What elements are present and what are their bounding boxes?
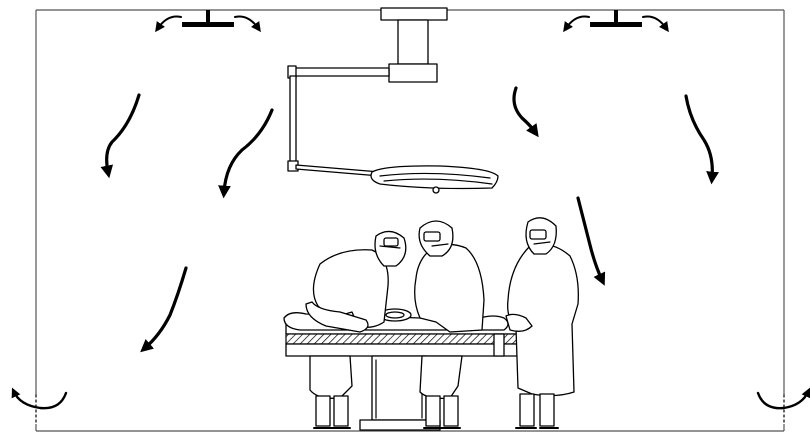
airflow-arrow-icon <box>514 88 535 132</box>
surgeon-right-figure <box>506 218 578 428</box>
exhaust-return-left-icon <box>14 392 66 424</box>
airflow-arrow-icon <box>578 198 602 280</box>
ceiling-diffuser-left-icon <box>158 10 258 28</box>
airflow-arrows <box>107 88 713 348</box>
surgical-lamp-icon <box>288 8 498 193</box>
ceiling-diffuser-right-icon <box>566 10 666 28</box>
exhaust-return-right-icon <box>758 392 808 424</box>
airflow-arrow-icon <box>107 95 139 172</box>
airflow-arrow-icon <box>145 268 186 348</box>
airflow-arrow-icon <box>686 96 712 178</box>
airflow-arrow-icon <box>224 110 272 192</box>
